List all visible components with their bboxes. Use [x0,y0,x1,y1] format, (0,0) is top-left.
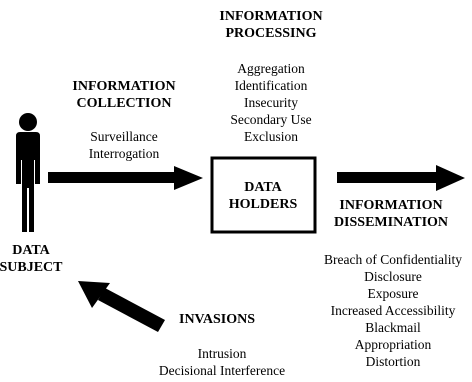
dissemination-item: Disclosure [364,269,422,284]
person-icon [16,113,40,232]
collection-items: Surveillance Interrogation [89,128,159,162]
data-holders-box [210,156,317,234]
collection-item: Surveillance [90,129,158,144]
processing-item: Exclusion [243,129,298,144]
processing-items: Aggregation Identification Insecurity Se… [230,60,311,145]
processing-heading: INFORMATION PROCESSING [219,8,322,42]
processing-heading-line-2: PROCESSING [225,26,317,41]
dissemination-arrow [337,165,465,191]
invasions-heading: INVASIONS [179,312,255,327]
invasions-arrow [78,281,165,332]
collection-heading: INFORMATION COLLECTION [72,78,175,112]
dissemination-item: Appropriation [354,337,432,352]
dissemination-item: Blackmail [365,320,421,335]
collection-arrow [48,166,203,190]
data-holders-line-2: HOLDERS [228,197,298,212]
collection-item: Interrogation [88,146,160,161]
data-subject-line-2: SUBJECT [0,260,63,275]
dissemination-item: Breach of Confidentiality [324,252,462,267]
processing-item: Insecurity [244,95,298,110]
collection-heading-line-2: COLLECTION [76,96,172,111]
processing-item: Identification [234,78,308,93]
invasions-item: Intrusion [197,346,247,361]
invasions-items: Intrusion Decisional Interference [159,345,285,379]
dissemination-items: Breach of Confidentiality Disclosure Exp… [324,251,462,370]
invasions-item: Decisional Interference [158,363,286,378]
data-subject-label: DATA SUBJECT [0,242,63,276]
dissemination-item: Increased Accessibility [330,303,456,318]
dissemination-heading-line-1: INFORMATION [339,198,443,213]
dissemination-heading: INFORMATION DISSEMINATION [334,197,448,231]
dissemination-item: Exposure [367,286,419,301]
processing-item: Secondary Use [230,112,312,127]
data-holders-label: DATA HOLDERS [229,179,297,213]
dissemination-item: Distortion [365,354,421,369]
data-holders-line-1: DATA [244,180,282,195]
processing-heading-line-1: INFORMATION [219,9,323,24]
processing-item: Aggregation [237,61,305,76]
dissemination-heading-line-2: DISSEMINATION [333,215,449,230]
collection-heading-line-1: INFORMATION [72,79,176,94]
data-subject-line-1: DATA [12,243,50,258]
